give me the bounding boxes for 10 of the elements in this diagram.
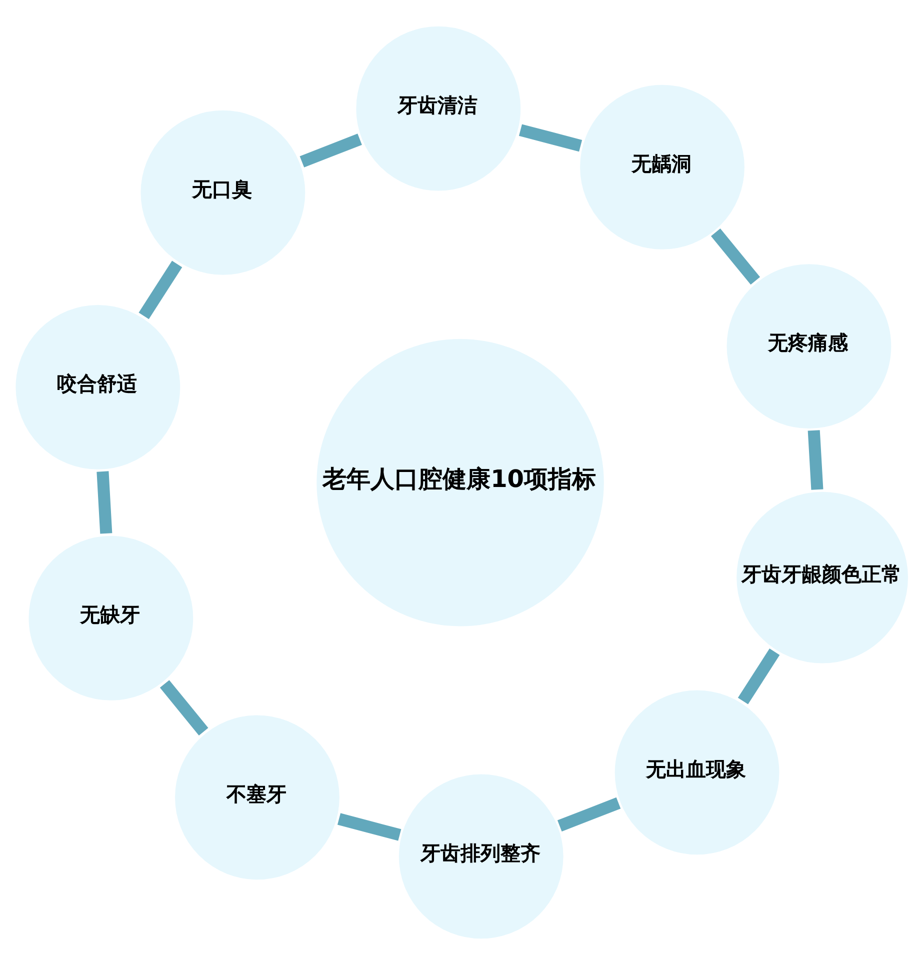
connector [96,470,112,534]
connector [337,812,402,840]
connector [518,124,582,152]
connector [138,260,182,319]
connector [738,648,780,704]
connector [710,228,760,284]
connector [300,133,362,167]
connector [160,680,208,735]
connector [557,796,621,831]
connector [808,430,824,490]
